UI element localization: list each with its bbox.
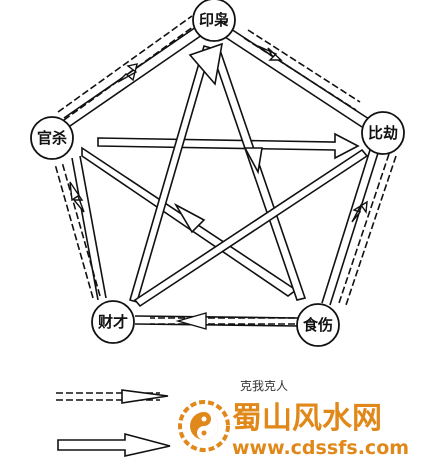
edge-cai-guan-b (79, 155, 107, 299)
dash-guan-yin-b (63, 23, 198, 121)
star-arrow-guan-bi (97, 132, 360, 160)
node-label-guan: 官杀 (37, 129, 67, 147)
node-label-shi: 食伤 (303, 316, 333, 334)
star-arrow-yin-shi (211, 52, 307, 301)
dash-arrowhead-bi-shi (351, 200, 368, 223)
legend-dashed-arrow (56, 389, 169, 404)
legend-dash-arrowhead (121, 389, 169, 404)
edge-bi-shi-b (321, 149, 371, 304)
edge-yin-bi-b (224, 36, 363, 128)
node-circle (296, 303, 340, 347)
watermark: 蜀山风水网 www.cdssfs.com (178, 400, 409, 459)
node-circle (30, 116, 74, 160)
yinyang-dot-a (201, 416, 207, 422)
legend-solid-shaft (57, 432, 171, 457)
yinyang-dot-b (201, 430, 207, 436)
node-circle (361, 111, 405, 155)
bagua-logo (178, 400, 230, 452)
node-shi: 食伤 (296, 303, 340, 347)
dash-arrowhead-shi-cai (175, 312, 207, 330)
node-circle (91, 300, 135, 344)
node-cai: 财才 (91, 300, 135, 344)
dash-yin-bi-a (247, 29, 361, 103)
node-circle (192, 0, 236, 42)
dash-bi-shi-a (345, 155, 397, 306)
node-bi: 比劫 (361, 111, 405, 155)
star-arrows (81, 42, 369, 308)
star-arrow-bi-cai (133, 148, 369, 308)
node-guan: 官杀 (30, 116, 74, 160)
legend-ke-text: 克我克人 (240, 379, 288, 393)
dash-cai-guan-b (54, 163, 94, 299)
edge-bi-shi-a (329, 152, 379, 306)
watermark-title: 蜀山风水网 (232, 401, 382, 436)
dash-bi-shi-b (338, 153, 390, 304)
edge-guan-yin-b (69, 34, 203, 127)
dash-guan-yin-a (57, 15, 193, 113)
legend: 克我克人 (56, 379, 288, 457)
dash-arrowhead-yin-bi (257, 45, 283, 61)
dash-arrowhead-guan-yin (117, 63, 138, 83)
star-arrowhead-guan-shi (173, 202, 206, 234)
node-label-bi: 比劫 (368, 124, 398, 142)
star-arrowhead-yin-cai (188, 42, 224, 86)
dashed-arrowheads (69, 45, 368, 330)
node-yin: 印枭 (192, 0, 236, 42)
node-label-yin: 印枭 (199, 11, 229, 29)
star-arrowhead-bi-shi-mid (243, 147, 263, 175)
legend-solid-arrow (57, 432, 171, 457)
dash-cai-guan-a (61, 161, 101, 297)
dash-arrowhead-cai-guan (69, 181, 85, 213)
node-label-cai: 财才 (98, 313, 128, 331)
watermark-url: www.cdssfs.com (232, 437, 409, 459)
